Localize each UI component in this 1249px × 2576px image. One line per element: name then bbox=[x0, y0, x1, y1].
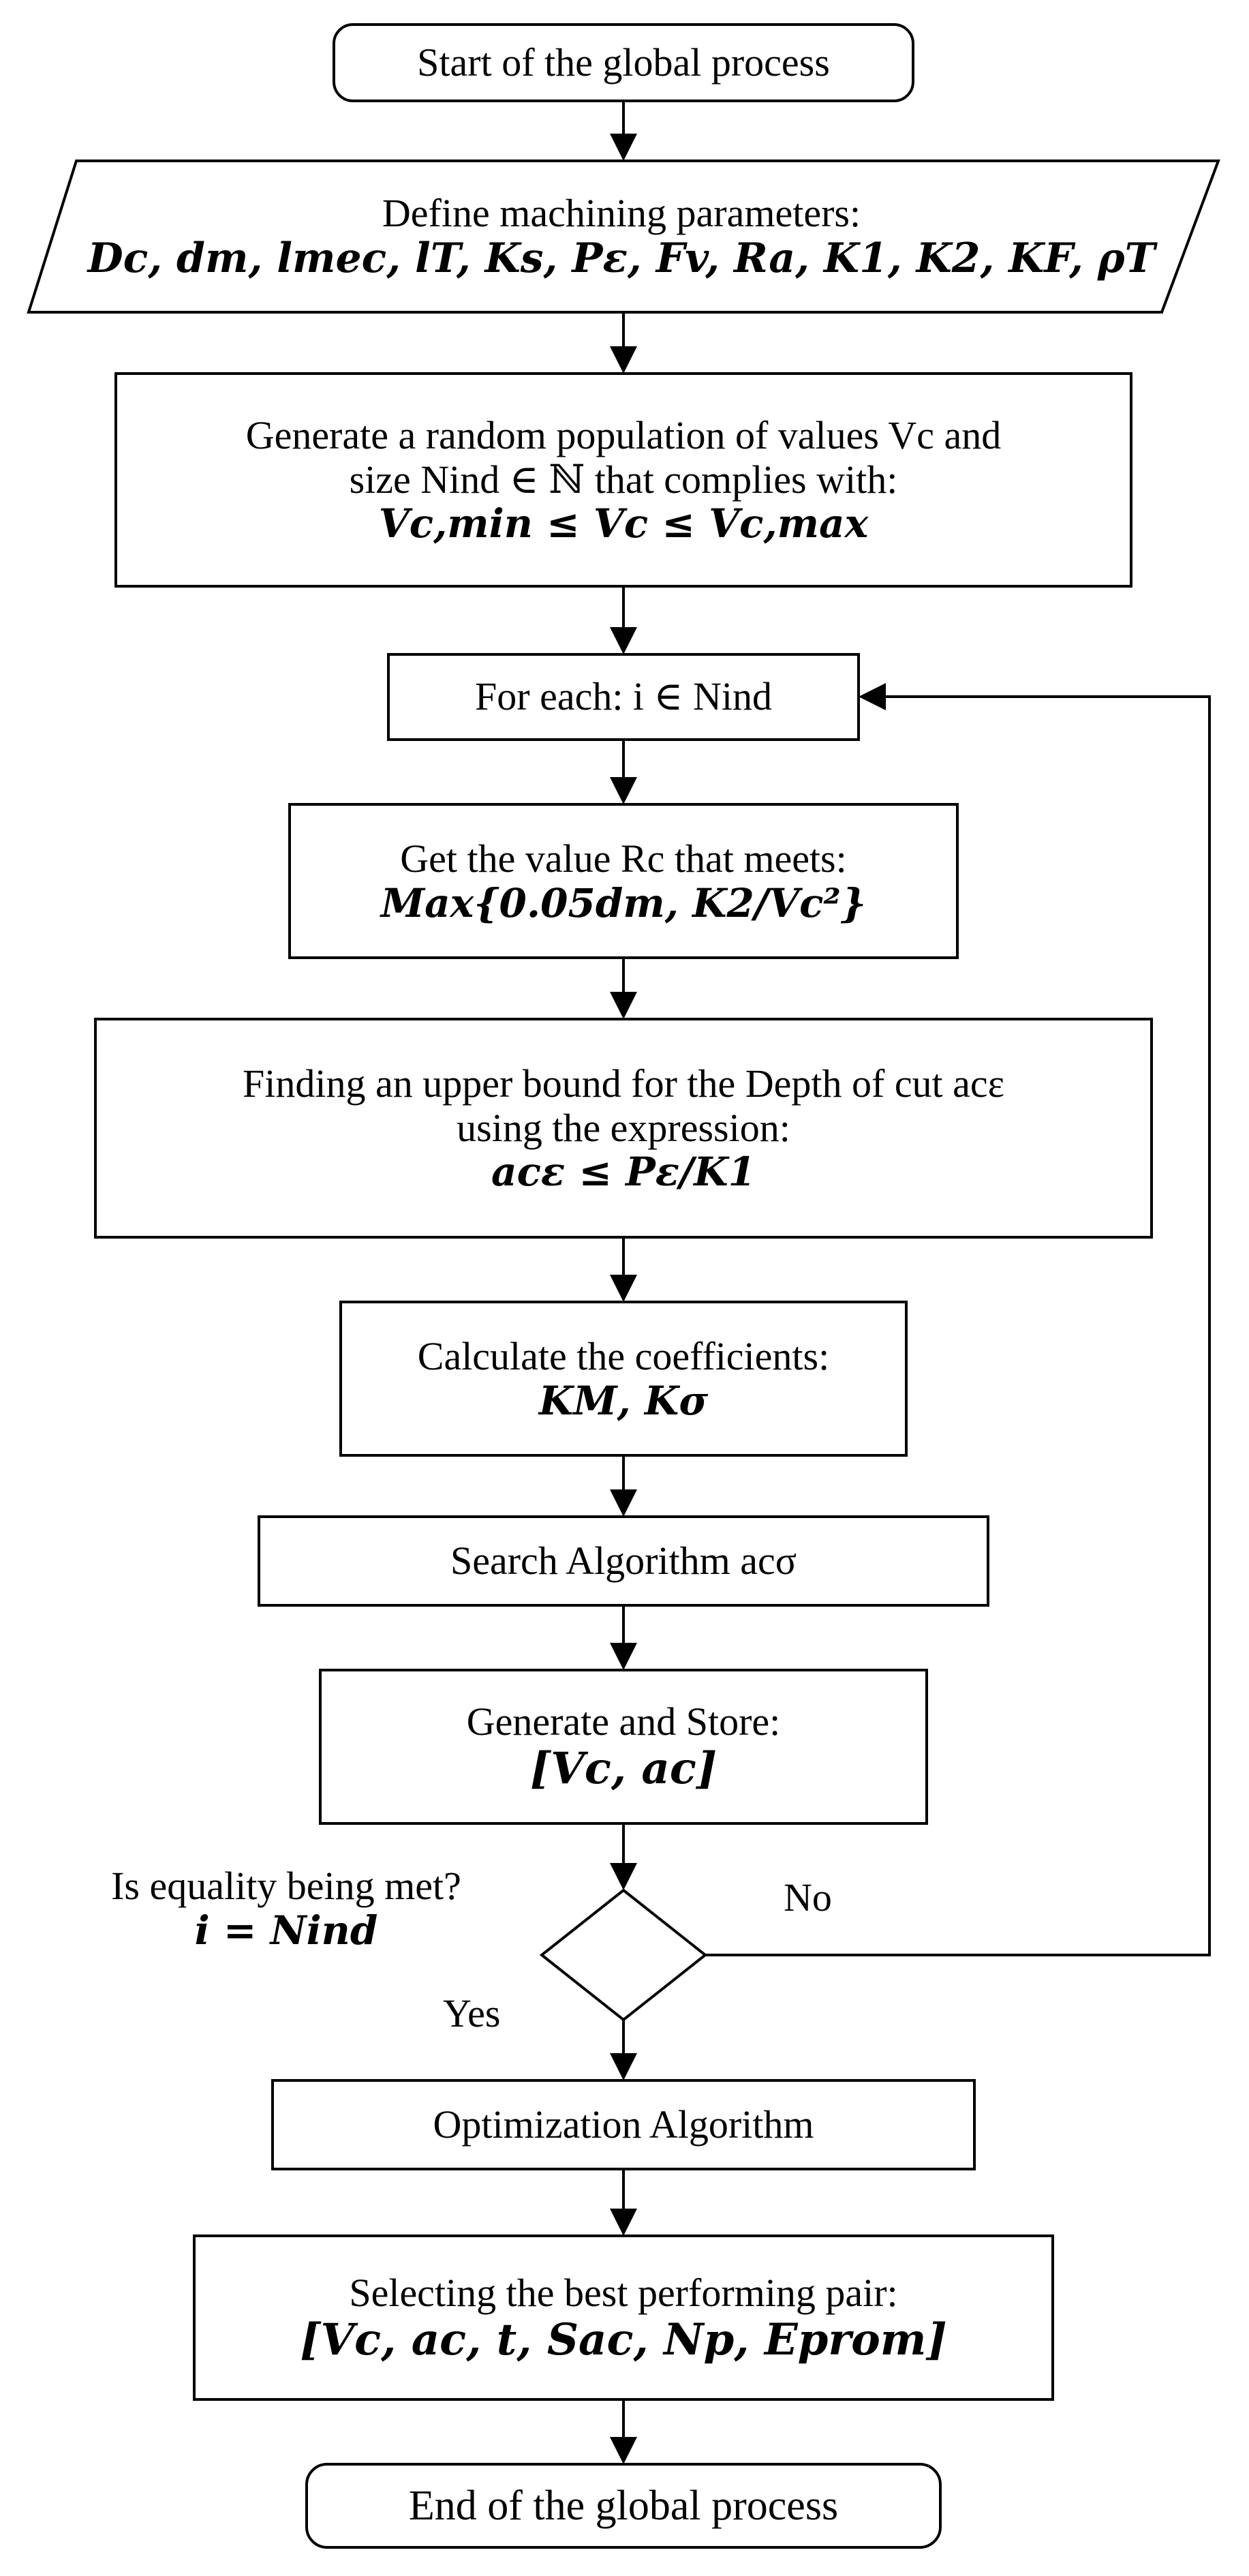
generate-store-line-1: Generate and Store: bbox=[466, 1699, 781, 1744]
start-text: Start of the global process bbox=[417, 40, 830, 85]
upper-bound-label: Finding an upper bound for the Depth of … bbox=[95, 1019, 1152, 1237]
select-best-label: Selecting the best performing pair: [Vc,… bbox=[194, 2236, 1053, 2399]
yes-label: Yes bbox=[443, 1991, 501, 2035]
optimization-label: Optimization Algorithm bbox=[273, 2080, 974, 2169]
get-value-box bbox=[288, 803, 959, 959]
get-value-label: Get the value Rc that meets: Max{0.05dm,… bbox=[290, 804, 957, 958]
end-text: End of the global process bbox=[408, 2482, 839, 2529]
define-label: Define machining parameters: Dc, dm, lme… bbox=[76, 161, 1167, 312]
get-value-line-1: Get the value Rc that meets: bbox=[400, 836, 847, 881]
generate-line-3: Vc,min ≤ Vc ≤ Vc,max bbox=[378, 500, 869, 547]
define-title: Define machining parameters: bbox=[382, 190, 861, 235]
define-parameters-input bbox=[27, 160, 1220, 314]
optimization-text: Optimization Algorithm bbox=[433, 2102, 814, 2147]
get-value-line-2: Max{0.05dm, K2/Vc²} bbox=[380, 879, 867, 926]
upper-bound-line-2: using the expression: bbox=[457, 1105, 790, 1150]
for-each-text: For each: i ∈ Nind bbox=[475, 674, 772, 719]
select-best-line-2: [Vc, ac, t, Sac, Np, Eprom] bbox=[300, 2314, 947, 2365]
end-terminal bbox=[305, 2463, 942, 2549]
coefficients-line-1: Calculate the coefficients: bbox=[417, 1333, 830, 1378]
start-label: Start of the global process bbox=[334, 25, 913, 101]
generate-line-1: Generate a random population of values V… bbox=[245, 412, 1002, 457]
loop-back-no-arrow bbox=[705, 683, 1211, 1956]
generate-store-label: Generate and Store: [Vc, ac] bbox=[320, 1670, 927, 1823]
generate-line-2: size Nind ∈ ℕ that complies with: bbox=[349, 457, 898, 502]
generate-store-box bbox=[319, 1669, 928, 1825]
for-each-label: For each: i ∈ Nind bbox=[388, 654, 859, 740]
coefficients-label: Calculate the coefficients: KM, Kσ bbox=[341, 1302, 906, 1455]
generate-label: Generate a random population of values V… bbox=[116, 374, 1131, 586]
no-label: No bbox=[784, 1875, 832, 1920]
decision-diamond bbox=[539, 1888, 708, 2022]
select-best-line-1: Selecting the best performing pair: bbox=[349, 2270, 898, 2315]
upper-bound-line-1: Finding an upper bound for the Depth of … bbox=[242, 1061, 1005, 1106]
end-label: End of the global process bbox=[307, 2464, 940, 2547]
coefficients-line-2: KM, Kσ bbox=[538, 1377, 709, 1424]
search-algorithm-text: Search Algorithm acσ bbox=[450, 1538, 797, 1583]
optimization-box bbox=[271, 2079, 976, 2170]
search-algorithm-label: Search Algorithm acσ bbox=[259, 1517, 988, 1605]
search-algorithm-box bbox=[258, 1515, 989, 1607]
coefficients-box bbox=[339, 1301, 908, 1457]
define-params: Dc, dm, lmec, lT, Ks, Pε, Fv, Ra, K1, K2… bbox=[87, 234, 1156, 282]
decision-condition-text: i = Nind bbox=[194, 1907, 378, 1954]
generate-population-box bbox=[114, 372, 1132, 588]
decision-question-label: Is equality being met? i = Nind bbox=[55, 1847, 518, 1970]
generate-store-line-2: [Vc, ac] bbox=[529, 1743, 718, 1795]
decision-question-text: Is equality being met? bbox=[111, 1864, 461, 1909]
upper-bound-line-3: acε ≤ Pε/K1 bbox=[491, 1149, 756, 1196]
select-best-box bbox=[193, 2234, 1054, 2401]
